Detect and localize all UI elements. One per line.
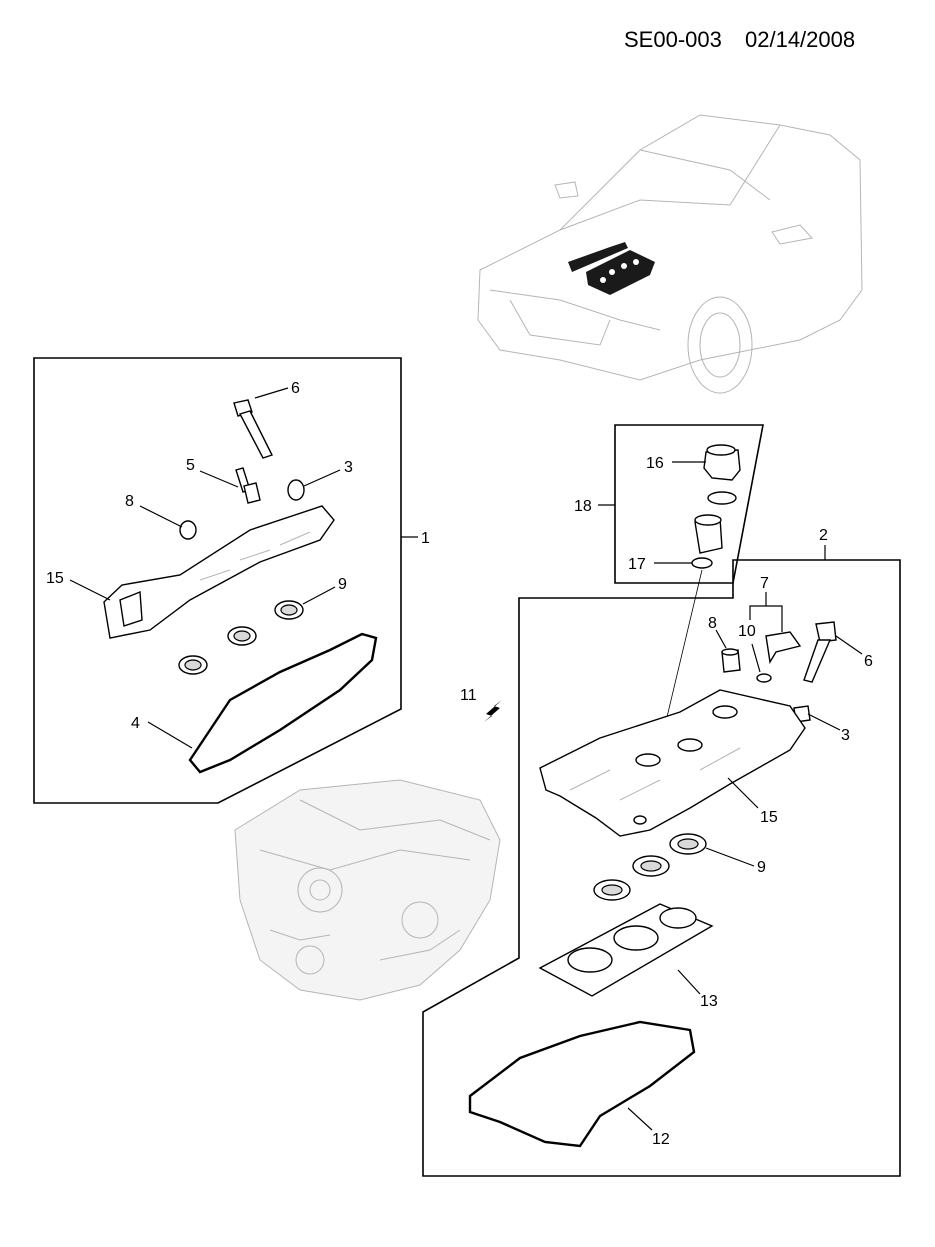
oring-part-17 bbox=[691, 557, 713, 569]
callout-8-left: 8 bbox=[125, 493, 134, 510]
filler-neck bbox=[694, 514, 723, 554]
callout-17: 17 bbox=[628, 556, 646, 573]
callout-11: 11 bbox=[460, 687, 477, 704]
bolt-part-6-left bbox=[233, 399, 273, 459]
gasket-part-12-right bbox=[468, 1020, 696, 1148]
callout-10: 10 bbox=[738, 623, 756, 640]
callout-3-left: 3 bbox=[344, 459, 353, 476]
callout-5-left: 5 bbox=[186, 457, 195, 474]
callout-2: 2 bbox=[819, 527, 828, 544]
doc-code: SE00-003 bbox=[624, 27, 722, 52]
callout-13: 13 bbox=[700, 993, 718, 1010]
valve-cover-part-15-right bbox=[539, 689, 806, 837]
callout-8-right: 8 bbox=[708, 615, 717, 632]
callout-3-right: 3 bbox=[841, 727, 850, 744]
callout-9-left: 9 bbox=[338, 576, 347, 593]
sensor-part-7 bbox=[756, 631, 802, 683]
callout-15-left: 15 bbox=[46, 570, 64, 587]
valve-cover-part-15-left bbox=[103, 505, 335, 639]
callout-4-left: 4 bbox=[131, 715, 140, 732]
callout-6-right: 6 bbox=[864, 653, 873, 670]
grommet-part-3-left bbox=[287, 479, 305, 501]
seal-parts-9-left bbox=[178, 600, 304, 675]
bolt-part-6-right bbox=[803, 621, 837, 683]
grommet-part-8-left bbox=[179, 520, 197, 540]
kit-2-frame bbox=[422, 559, 901, 1177]
view-arrow-icon bbox=[484, 700, 502, 722]
baffle-part-13 bbox=[538, 903, 714, 997]
callout-6-left: 6 bbox=[291, 380, 300, 397]
kit-1-frame bbox=[33, 357, 402, 804]
callout-9-right: 9 bbox=[757, 859, 766, 876]
callout-16: 16 bbox=[646, 455, 664, 472]
doc-date: 02/14/2008 bbox=[745, 27, 855, 52]
callout-18: 18 bbox=[574, 498, 592, 515]
stud-part-5-left bbox=[235, 467, 261, 504]
seal-parts-9-right bbox=[593, 833, 707, 901]
callout-7: 7 bbox=[760, 575, 769, 592]
gasket-part-4-left bbox=[188, 632, 378, 774]
callout-12: 12 bbox=[652, 1131, 670, 1148]
callout-1: 1 bbox=[421, 530, 430, 547]
oring-upper bbox=[707, 491, 737, 505]
callout-15-right: 15 bbox=[760, 809, 778, 826]
engine-illustration bbox=[234, 779, 501, 1001]
vehicle-illustration bbox=[477, 114, 863, 394]
filler-cap-part-16 bbox=[703, 444, 741, 481]
grommet-part-8-right bbox=[721, 648, 741, 673]
